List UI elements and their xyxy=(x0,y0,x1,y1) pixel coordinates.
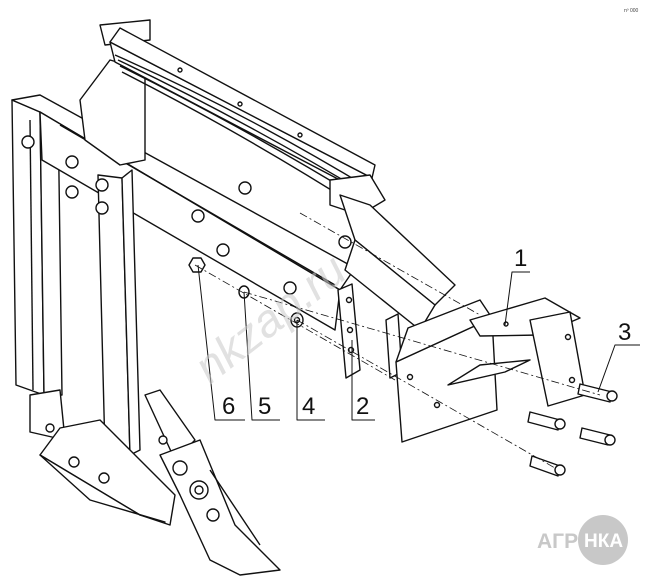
mounting-bracket xyxy=(395,297,586,443)
corner-mark: nº 000 xyxy=(624,8,639,14)
brand-logo: АГРО НКА xyxy=(537,515,628,565)
leader-lines xyxy=(197,264,640,421)
callout-label-2: 2 xyxy=(356,393,369,420)
callout-label-1: 1 xyxy=(514,245,527,272)
logo-text-right: НКА xyxy=(584,531,623,552)
spring-bracket xyxy=(79,19,456,331)
callout-label-3: 3 xyxy=(618,319,631,346)
plough-share xyxy=(29,389,281,576)
callout-label-6: 6 xyxy=(222,393,235,420)
bolt-set xyxy=(527,383,618,477)
callout-label-4: 4 xyxy=(302,393,315,420)
frame-post xyxy=(11,99,63,396)
beam-bolts xyxy=(21,135,352,295)
assembly-axes xyxy=(194,212,601,469)
callout-label-5: 5 xyxy=(258,393,271,420)
